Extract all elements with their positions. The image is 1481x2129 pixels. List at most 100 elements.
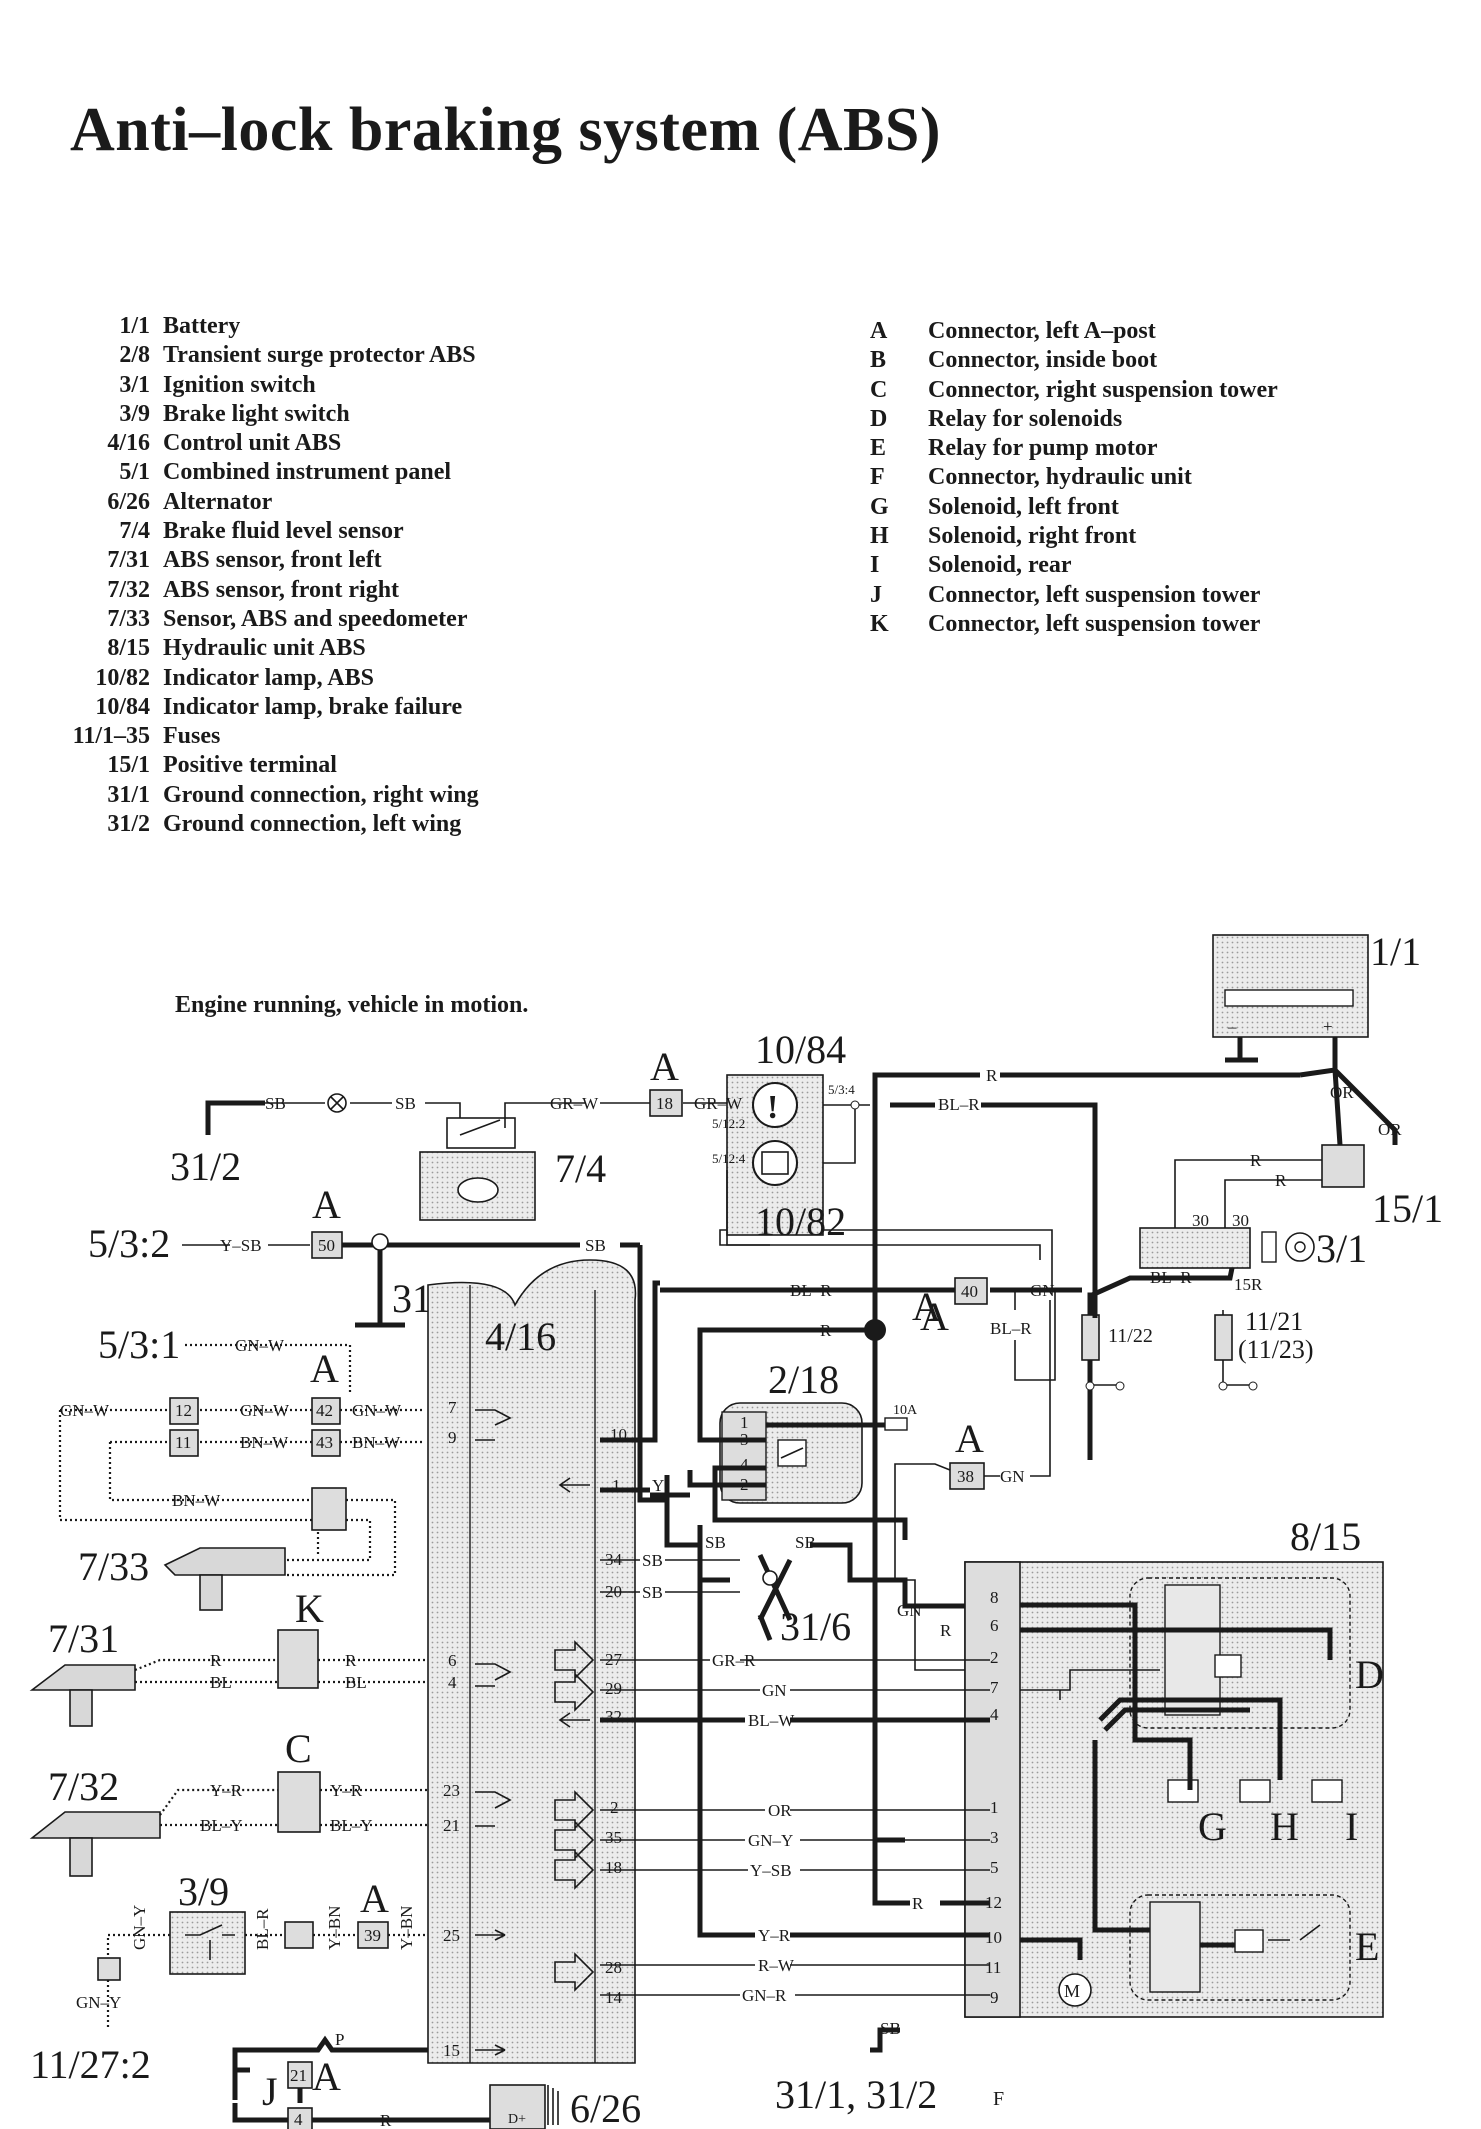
solenoid-g-icon	[1167, 1779, 1199, 1803]
wire-label: SB	[880, 2019, 901, 2038]
connector-pin-label: 12	[175, 1401, 192, 1420]
svg-text:–: –	[1227, 1017, 1237, 1036]
relay-contact-icon	[1268, 1924, 1321, 1941]
wire-label: GN–W	[240, 1401, 290, 1420]
wire-label: R	[1250, 1151, 1262, 1170]
lamp-abs-label: 10/82	[755, 1199, 846, 1244]
connector-label: K	[295, 1586, 324, 1631]
connector-pin-label: 18	[656, 1094, 673, 1113]
wire-label: OR	[1378, 1120, 1402, 1139]
legend-code: E	[870, 435, 887, 462]
wire-label: Y–BN	[397, 1906, 416, 1950]
legend-label: Relay for pump motor	[928, 435, 1158, 462]
ref-label: 5/3:2	[88, 1221, 170, 1266]
connector-pin-label: 42	[316, 1401, 333, 1420]
svg-text:M: M	[1064, 1981, 1080, 2001]
speedometer-sensor	[163, 1547, 286, 1576]
connector-label: A	[312, 2054, 341, 2099]
wire-label: BL	[210, 1673, 232, 1692]
connector-c	[277, 1771, 321, 1833]
legend-label: Alternator	[163, 488, 273, 515]
ign-pin: 15R	[1234, 1275, 1263, 1294]
legend-code: F	[870, 464, 885, 491]
legend-code: 2/8	[119, 342, 150, 369]
wire-label: SB	[395, 1094, 416, 1113]
legend-code: 7/33	[107, 605, 150, 632]
lamp-wires	[823, 1104, 870, 1164]
connector-label: A	[360, 1876, 389, 1921]
wire-label: GN–W	[60, 1401, 110, 1420]
junction-node	[864, 1319, 886, 1341]
connector-label: A	[310, 1346, 339, 1391]
unit-pin: 1	[612, 1476, 621, 1495]
connector-pin	[311, 1397, 341, 1425]
wire-gny	[106, 1933, 170, 1958]
wire-label: BN–W	[172, 1491, 221, 1510]
svg-text:!: !	[767, 1089, 778, 1126]
legend-label: Solenoid, right front	[928, 523, 1137, 550]
legend-label: Ignition switch	[163, 371, 316, 398]
relay-label: D	[1355, 1652, 1384, 1697]
fuse-box-27	[97, 1957, 121, 1981]
solenoid-i-icon	[1311, 1779, 1343, 1803]
fuse-11-21	[1214, 1314, 1233, 1361]
legend-label: Indicator lamp, ABS	[163, 664, 374, 691]
unit-arrow-icon	[554, 1790, 595, 1890]
wire-label: GN–Y	[76, 1993, 121, 2012]
hydraulic-thin-wires	[1020, 1669, 1160, 1700]
unit-pin: 25	[443, 1926, 460, 1945]
hyd-pin: 9	[990, 1988, 999, 2007]
fuse-11-22	[1081, 1314, 1100, 1361]
wire-gn-38	[984, 1300, 1051, 1477]
ground-label: 31/1, 31/2	[775, 2072, 937, 2117]
wire-label: Y–R	[330, 1781, 363, 1800]
wire-label: Y–BN	[325, 1906, 344, 1950]
sensor-fr-wires	[159, 1788, 440, 1827]
unit-pin: 29	[605, 1679, 622, 1698]
wire-label: GN–R	[742, 1986, 787, 2005]
wire-label: GN–W	[352, 1401, 402, 1420]
wire-unit-10	[600, 1280, 660, 1443]
ignition-switch	[1139, 1227, 1251, 1269]
connector-label: A	[312, 1182, 341, 1227]
sensor-label: 7/33	[78, 1544, 149, 1589]
solenoid-label: I	[1345, 1804, 1358, 1849]
hyd-pin: 12	[985, 1893, 1002, 1912]
legend-label: Sensor, ABS and speedometer	[163, 605, 468, 632]
battery-label: 1/1	[1370, 929, 1421, 974]
fuse-rating: 10A	[893, 1403, 918, 1418]
fuse-10a	[884, 1417, 908, 1431]
wire-label: R	[380, 2111, 392, 2129]
connector-pin	[169, 1429, 199, 1457]
legend-label: Fuses	[163, 723, 221, 750]
solenoid-h-icon	[1239, 1779, 1271, 1803]
legend-code: G	[870, 493, 889, 520]
wire-label: GR–W	[694, 1094, 743, 1113]
solenoid-label: G	[1198, 1804, 1227, 1849]
wire-label: SB	[642, 1551, 663, 1570]
alternator-label: 6/26	[570, 2086, 641, 2129]
legend-code: 5/1	[119, 459, 150, 486]
connector-label: J	[262, 2069, 278, 2114]
wire-label: R	[210, 1651, 222, 1670]
hyd-pin: 7	[990, 1678, 999, 1697]
wire-label: R	[345, 1651, 357, 1670]
unit-arrow-icon	[475, 1663, 512, 1687]
unit-pin: 32	[605, 1707, 622, 1726]
abs-lamp-icon	[752, 1140, 798, 1186]
hyd-pin: 4	[990, 1705, 999, 1724]
legend-code: 3/1	[119, 371, 150, 398]
legend-code: 1/1	[119, 313, 150, 339]
unit-arrow-icon	[558, 1712, 590, 1728]
unit-pin: 14	[605, 1988, 623, 2007]
surge-wires	[650, 1327, 908, 1540]
relay-d	[1129, 1577, 1351, 1729]
sensor-label: 7/31	[48, 1616, 119, 1661]
